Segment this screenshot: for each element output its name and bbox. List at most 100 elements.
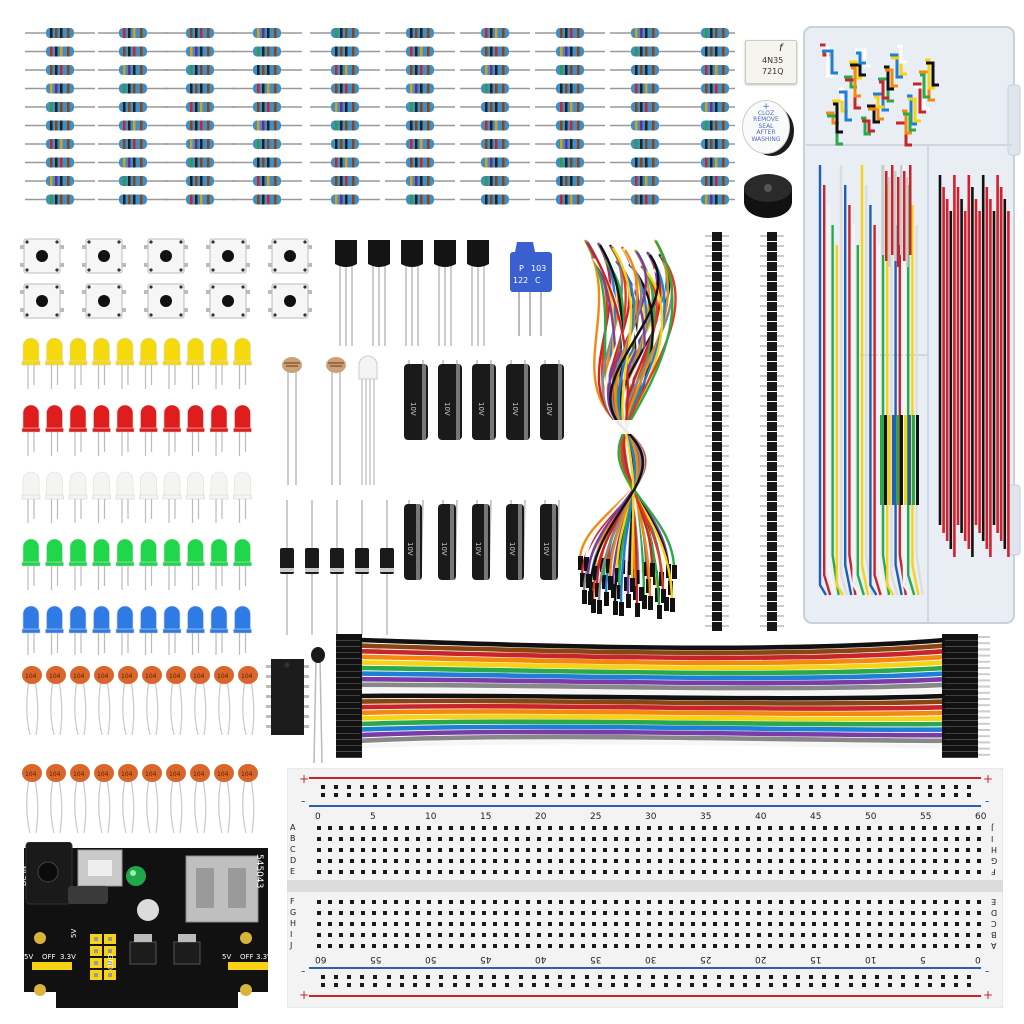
terminal-hole (372, 826, 376, 830)
terminal-hole (625, 859, 629, 863)
long-jumper (852, 225, 861, 596)
resistor (460, 46, 530, 57)
resistor (535, 139, 605, 149)
terminal-hole (471, 837, 475, 841)
terminal-hole (317, 944, 321, 948)
terminal-hole (867, 870, 871, 874)
header-pin (760, 392, 784, 401)
terminal-hole (438, 933, 442, 937)
terminal-hole (900, 848, 904, 852)
rail-hole (637, 785, 641, 789)
terminal-hole (680, 911, 684, 915)
terminal-hole (834, 900, 838, 904)
terminal-hole (603, 826, 607, 830)
terminal-hole (768, 826, 772, 830)
terminal-hole (878, 922, 882, 926)
rail-hole (875, 793, 879, 797)
terminal-hole (504, 870, 508, 874)
terminal-hole (636, 870, 640, 874)
terminal-hole (691, 933, 695, 937)
rail-hole (651, 785, 655, 789)
rail-hole (558, 983, 562, 987)
terminal-hole (482, 870, 486, 874)
rail-hole (545, 793, 549, 797)
resistor (98, 139, 168, 149)
terminal-hole (526, 911, 530, 915)
rail-hole (637, 793, 641, 797)
svg-text:10V: 10V (508, 542, 516, 556)
resistor (385, 65, 455, 75)
resistor (310, 83, 380, 94)
terminal-hole (944, 826, 948, 830)
terminal-hole (592, 933, 596, 937)
column-number: 35 (590, 954, 602, 964)
terminal-hole (394, 848, 398, 852)
rail-hole (703, 975, 707, 979)
terminal-hole (845, 900, 849, 904)
rail-hole (611, 793, 615, 797)
svg-text:104: 104 (121, 673, 133, 680)
led (162, 605, 182, 655)
male-header-end (942, 658, 978, 665)
terminal-hole (812, 900, 816, 904)
header-pin (705, 572, 729, 581)
svg-text:10V: 10V (477, 402, 485, 416)
terminal-hole (889, 911, 893, 915)
column-number: 20 (535, 812, 547, 822)
resistor (610, 120, 680, 131)
terminal-hole (372, 911, 376, 915)
terminal-hole (515, 933, 519, 937)
rail-hole (373, 975, 377, 979)
rail-hole (439, 975, 443, 979)
long-jumper (915, 225, 924, 596)
terminal-hole (438, 870, 442, 874)
tactile-switch-grid (18, 235, 318, 320)
terminal-hole (614, 911, 618, 915)
resistor (310, 120, 380, 131)
rail-hole (505, 785, 509, 789)
terminal-hole (955, 933, 959, 937)
rail-hole (690, 785, 694, 789)
rail-hole (505, 793, 509, 797)
terminal-hole (592, 900, 596, 904)
terminal-hole (669, 944, 673, 948)
terminal-hole (933, 944, 937, 948)
rail-hole (677, 793, 681, 797)
rail-hole (743, 983, 747, 987)
terminal-hole (504, 922, 508, 926)
header-pin (760, 562, 784, 571)
terminal-hole (460, 933, 464, 937)
terminal-hole (372, 944, 376, 948)
terminal-hole (944, 922, 948, 926)
terminal-hole (702, 870, 706, 874)
terminal-hole (383, 859, 387, 863)
terminal-hole (823, 826, 827, 830)
terminal-hole (867, 922, 871, 926)
electrolytic-capacitor: 10V (506, 500, 526, 581)
terminal-hole (559, 922, 563, 926)
rail-hole (637, 975, 641, 979)
transistor (434, 240, 456, 346)
terminal-hole (955, 848, 959, 852)
terminal-hole (449, 870, 453, 874)
row-letter: G (991, 856, 998, 865)
terminal-hole (636, 922, 640, 926)
power-button (137, 899, 159, 921)
optocoupler-chip: f 4N35 721Q (745, 40, 797, 84)
terminal-hole (922, 848, 926, 852)
female-header-end (336, 696, 362, 702)
long-jumper (907, 185, 916, 596)
terminal-hole (944, 837, 948, 841)
rail-hole (822, 785, 826, 789)
resistor (610, 176, 680, 186)
svg-text:104: 104 (49, 673, 61, 680)
header-pin (705, 522, 729, 531)
buzzer-label-2: REMOVE (753, 116, 779, 123)
column-number: 20 (755, 954, 767, 964)
svg-text:104: 104 (73, 673, 85, 680)
terminal-hole (493, 922, 497, 926)
header-pin (705, 552, 729, 561)
resistor (680, 83, 735, 94)
terminal-hole (559, 911, 563, 915)
